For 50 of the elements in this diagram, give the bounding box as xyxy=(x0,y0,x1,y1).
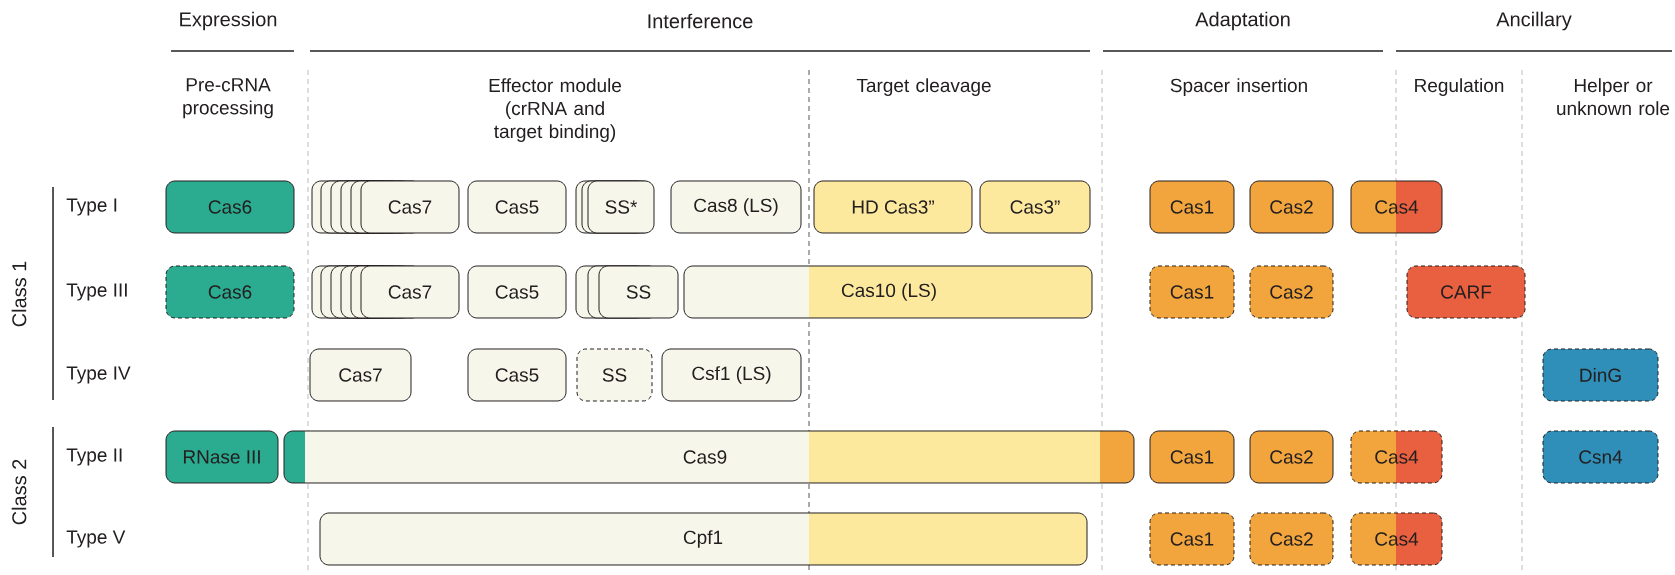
protein-box: CARF xyxy=(1406,265,1526,319)
protein-box: Cas6 xyxy=(165,180,295,234)
column-heading: Pre-cRNA processing xyxy=(183,78,273,119)
protein-box: Cas4 xyxy=(1350,180,1443,234)
section-heading: Adaptation xyxy=(1195,11,1290,31)
protein-box: Cas1 xyxy=(1149,180,1235,234)
column-heading: Target cleavage xyxy=(856,78,991,96)
stacked-protein-box: SS* xyxy=(575,180,655,234)
type-label: Type V xyxy=(66,530,126,548)
protein-box: Cas8 (LS) xyxy=(670,180,802,234)
protein-box: Cas1 xyxy=(1149,430,1235,484)
stacked-protein-box: Cas7 xyxy=(311,180,460,234)
stacked-protein-box: SS xyxy=(575,265,679,319)
column-heading: Helper or unknown role xyxy=(1557,78,1670,116)
protein-box: Cas2 xyxy=(1249,265,1334,319)
type-label: Type IV xyxy=(66,366,131,384)
protein-box: Cas2 xyxy=(1249,512,1334,566)
protein-box: Cas10 (LS) xyxy=(683,265,1093,319)
type-label: Type I xyxy=(66,198,117,216)
column-heading: Regulation xyxy=(1415,78,1504,96)
protein-box: SS xyxy=(576,348,653,402)
protein-box: Cas5 xyxy=(467,348,567,402)
protein-box: Csf1 (LS) xyxy=(661,348,802,402)
protein-box: Cas5 xyxy=(467,265,567,319)
protein-box: Cas4 xyxy=(1350,430,1443,484)
section-heading: Interference xyxy=(648,13,753,29)
protein-box: Cas7 xyxy=(309,348,412,402)
section-heading: Expression xyxy=(180,11,277,31)
protein-box: Cas5 xyxy=(467,180,567,234)
type-label: Type III xyxy=(66,283,127,301)
class-label: Class 1 xyxy=(11,261,27,327)
protein-box: RNase III xyxy=(165,430,279,484)
type-label: Type II xyxy=(66,448,122,466)
protein-box: Cas1 xyxy=(1149,512,1235,566)
protein-box: Cas1 xyxy=(1149,265,1235,319)
protein-box: Cas2 xyxy=(1249,430,1334,484)
section-heading: Ancillary xyxy=(1496,11,1572,31)
protein-box: DinG xyxy=(1542,348,1659,402)
protein-box: Csn4 xyxy=(1542,430,1659,484)
protein-box: Cas3” xyxy=(979,180,1091,234)
stacked-protein-box: Cas7 xyxy=(311,265,460,319)
protein-box: Cas4 xyxy=(1350,512,1443,566)
protein-box: Cas2 xyxy=(1249,180,1334,234)
protein-box: Cpf1 xyxy=(319,512,1088,566)
column-heading: Spacer insertion xyxy=(1170,78,1307,96)
protein-box: Cas6 xyxy=(165,265,295,319)
protein-box: Cas9 xyxy=(283,430,1135,484)
protein-box: HD Cas3” xyxy=(813,180,973,234)
column-heading: Effector module (crRNA and target binding) xyxy=(489,78,622,142)
class-label: Class 2 xyxy=(11,459,27,525)
